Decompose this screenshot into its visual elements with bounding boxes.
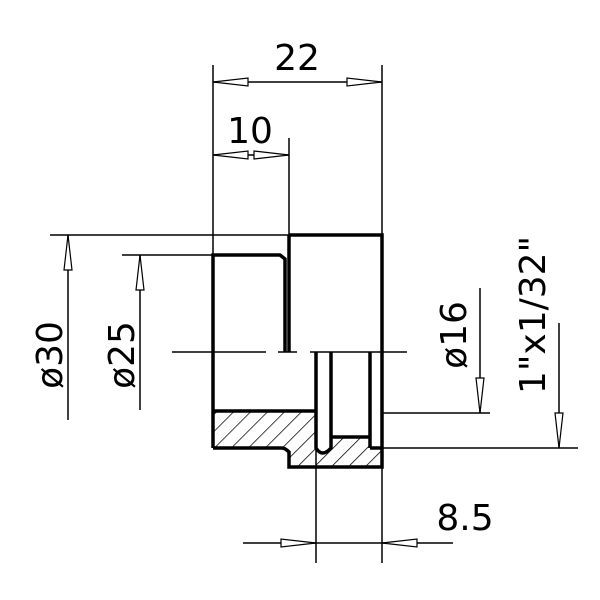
extension-lines [50, 65, 578, 563]
dimension-label-d25: ø25 [102, 321, 143, 389]
dimension-label-22: 22 [274, 38, 320, 79]
dimension-label-10: 10 [227, 111, 273, 152]
dimension-thread: 1"x1/32" [513, 236, 564, 449]
dimension-overall-length: 22 [212, 38, 383, 87]
part-outline [211, 233, 384, 469]
dimension-label-d30: ø30 [30, 321, 71, 389]
dimension-label-thread: 1"x1/32" [513, 236, 554, 394]
dimension-step-length: 10 [212, 111, 290, 160]
dimension-label-8-5: 8.5 [436, 498, 493, 539]
dimension-outer-diameter: ø30 [30, 234, 73, 420]
dimension-label-d16: ø16 [434, 301, 475, 369]
dimension-inner-diameter: ø25 [102, 254, 145, 410]
section-hatching [213, 411, 382, 467]
dimension-thread-depth: 8.5 [243, 498, 494, 548]
dimension-bore-diameter: ø16 [434, 288, 485, 414]
